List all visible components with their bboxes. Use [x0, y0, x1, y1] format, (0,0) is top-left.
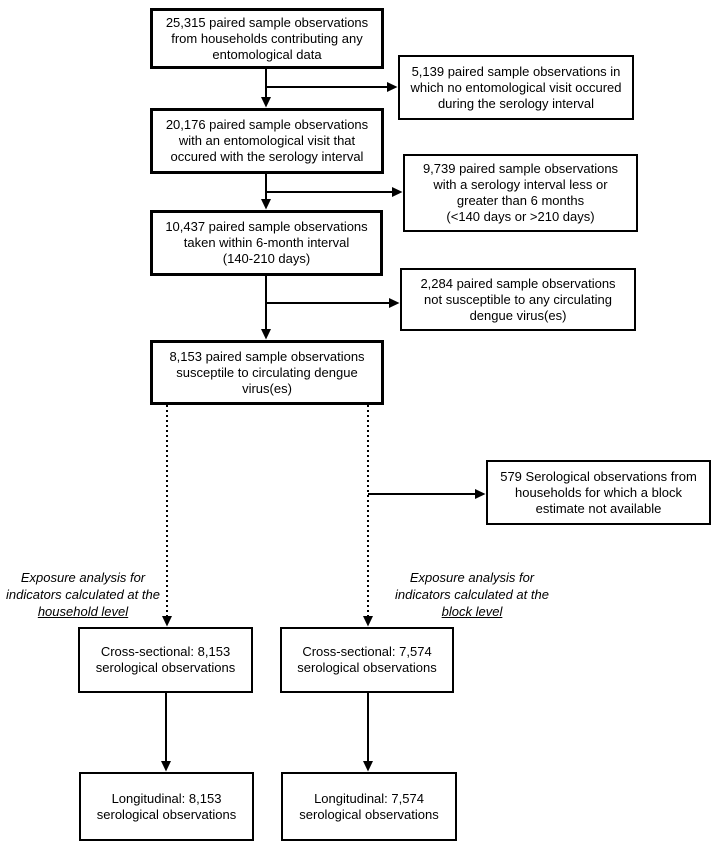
exclusion-box-no-entomological-visit: 5,139 paired sample observations in whic…	[398, 55, 634, 120]
exclusion-box-not-susceptible: 2,284 paired sample observations not sus…	[400, 268, 636, 331]
block-analysis-label-text: Exposure analysis for indicators calcula…	[395, 570, 549, 602]
flow-box-six-month-interval: 10,437 paired sample observations taken …	[150, 210, 383, 276]
exclusion-box-no-block-estimate: 579 Serological observations from househ…	[486, 460, 711, 525]
block-longitudinal-box: Longitudinal: 7,574 serological observat…	[281, 772, 457, 841]
exclusion-box-interval-out-of-range: 9,739 paired sample observations with a …	[403, 154, 638, 232]
household-analysis-label-underlined: household level	[37, 604, 129, 619]
flow-box-total-observations: 25,315 paired sample observations from h…	[150, 8, 384, 69]
household-analysis-label: Exposure analysis for indicators calcula…	[0, 569, 166, 620]
block-cross-sectional-box: Cross-sectional: 7,574 serological obser…	[280, 627, 454, 693]
household-analysis-label-text: Exposure analysis for indicators calcula…	[6, 570, 160, 602]
block-analysis-label: Exposure analysis for indicators calcula…	[384, 569, 560, 620]
household-cross-sectional-box: Cross-sectional: 8,153 serological obser…	[78, 627, 253, 693]
flow-box-entomological-visit: 20,176 paired sample observations with a…	[150, 108, 384, 174]
flow-box-susceptible: 8,153 paired sample observations suscept…	[150, 340, 384, 405]
block-analysis-label-underlined: block level	[441, 604, 503, 619]
household-longitudinal-box: Longitudinal: 8,153 serological observat…	[79, 772, 254, 841]
